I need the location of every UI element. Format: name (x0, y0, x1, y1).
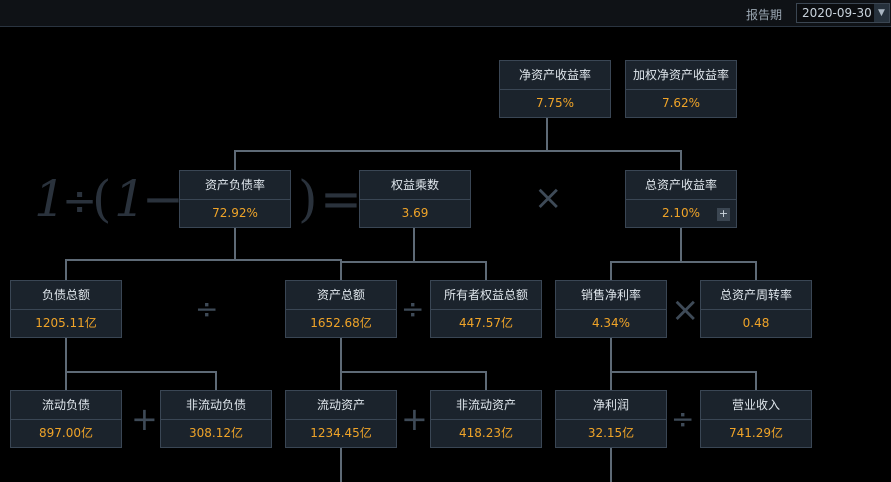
equity-multiplier-value: 3.69 (401, 206, 429, 220)
weighted-roe-value: 7.62% (661, 96, 701, 110)
net-profit-box[interactable]: 净利润 32.15亿 (555, 390, 667, 448)
net-profit-value: 32.15亿 (587, 426, 635, 440)
equity-multiplier-title: 权益乘数 (360, 171, 470, 200)
noncurrent-assets-box[interactable]: 非流动资产 418.23亿 (430, 390, 542, 448)
operator-divide-right: ÷ (671, 402, 695, 435)
expand-plus-icon[interactable]: + (717, 207, 730, 221)
revenue-title: 营业收入 (701, 391, 811, 420)
noncurrent-liabilities-title: 非流动负债 (161, 391, 271, 420)
report-period-label: 报告期 (746, 8, 783, 22)
formula-equals: = (320, 170, 362, 228)
total-assets-title: 资产总额 (286, 281, 396, 310)
noncurrent-liabilities-box[interactable]: 非流动负债 308.12亿 (160, 390, 272, 448)
formula-divide: ÷ (62, 176, 98, 225)
total-liabilities-box[interactable]: 负债总额 1205.11亿 (10, 280, 122, 338)
current-assets-value: 1234.45亿 (310, 426, 372, 440)
weighted-roe-title: 加权净资产收益率 (626, 61, 736, 90)
formula-one: 1 (34, 170, 66, 228)
report-period-select[interactable]: 2020-09-30 ▼ (796, 3, 890, 23)
weighted-roe-box[interactable]: 加权净资产收益率 7.62% (625, 60, 737, 118)
operator-times-right: × (671, 290, 700, 330)
roa-box[interactable]: 总资产收益率 2.10% + (625, 170, 737, 228)
roe-box[interactable]: 净资产收益率 7.75% (499, 60, 611, 118)
owners-equity-title: 所有者权益总额 (431, 281, 541, 310)
owners-equity-box[interactable]: 所有者权益总额 447.57亿 (430, 280, 542, 338)
formula-close-paren: ) (298, 170, 318, 228)
asset-turnover-box[interactable]: 总资产周转率 0.48 (700, 280, 812, 338)
owners-equity-value: 447.57亿 (459, 316, 513, 330)
noncurrent-liabilities-value: 308.12亿 (189, 426, 243, 440)
operator-times-top: × (534, 178, 563, 218)
net-margin-value: 4.34% (591, 316, 631, 330)
debt-ratio-box[interactable]: 资产负债率 72.92% (179, 170, 291, 228)
debt-ratio-title: 资产负债率 (180, 171, 290, 200)
net-profit-title: 净利润 (556, 391, 666, 420)
roe-title: 净资产收益率 (500, 61, 610, 90)
revenue-box[interactable]: 营业收入 741.29亿 (700, 390, 812, 448)
asset-turnover-value: 0.48 (742, 316, 770, 330)
asset-turnover-title: 总资产周转率 (701, 281, 811, 310)
operator-divide-left: ÷ (195, 292, 219, 325)
current-liabilities-title: 流动负债 (11, 391, 121, 420)
operator-plus-mid: + (401, 400, 428, 438)
current-assets-box[interactable]: 流动资产 1234.45亿 (285, 390, 397, 448)
total-liabilities-title: 负债总额 (11, 281, 121, 310)
noncurrent-assets-value: 418.23亿 (459, 426, 513, 440)
noncurrent-assets-title: 非流动资产 (431, 391, 541, 420)
operator-divide-mid: ÷ (401, 292, 425, 325)
roa-title: 总资产收益率 (626, 171, 736, 200)
formula-minus: − (142, 170, 184, 228)
chevron-down-icon[interactable]: ▼ (874, 4, 889, 22)
top-toolbar: 报告期 2020-09-30 ▼ (0, 0, 891, 27)
total-assets-box[interactable]: 资产总额 1652.68亿 (285, 280, 397, 338)
roe-value: 7.75% (535, 96, 575, 110)
net-margin-box[interactable]: 销售净利率 4.34% (555, 280, 667, 338)
total-liabilities-value: 1205.11亿 (35, 316, 97, 330)
current-assets-title: 流动资产 (286, 391, 396, 420)
debt-ratio-value: 72.92% (212, 206, 258, 220)
formula-open-paren: ( (92, 170, 112, 228)
roa-value: 2.10% (661, 206, 701, 220)
equity-multiplier-box[interactable]: 权益乘数 3.69 (359, 170, 471, 228)
formula-one-inner: 1 (114, 170, 146, 228)
net-margin-title: 销售净利率 (556, 281, 666, 310)
total-assets-value: 1652.68亿 (310, 316, 372, 330)
current-liabilities-box[interactable]: 流动负债 897.00亿 (10, 390, 122, 448)
operator-plus-left: + (131, 400, 158, 438)
revenue-value: 741.29亿 (729, 426, 783, 440)
current-liabilities-value: 897.00亿 (39, 426, 93, 440)
report-period-value: 2020-09-30 (802, 6, 872, 20)
